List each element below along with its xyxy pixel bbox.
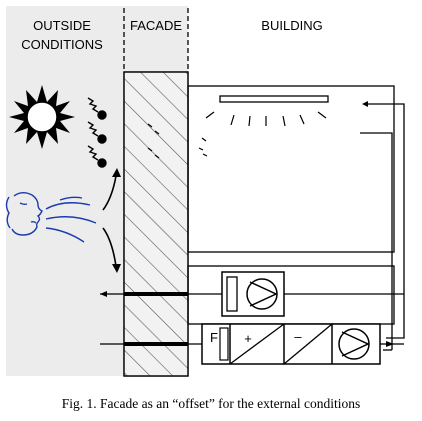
- room-outline: [187, 85, 395, 253]
- header-outside-line1: OUTSIDE: [33, 18, 91, 33]
- heater-label: +: [244, 331, 252, 346]
- building-zone: [188, 6, 416, 376]
- outside-zone: [6, 6, 124, 376]
- cooler-label: –: [294, 329, 302, 344]
- supply-duct: [360, 103, 405, 351]
- air-outflow-lines: [205, 111, 327, 127]
- header-outside-line2: CONDITIONS: [21, 37, 103, 52]
- supply-fan-icon: [338, 328, 370, 360]
- radiation-arrow-icon: [87, 97, 107, 168]
- header-building: BUILDING: [261, 18, 322, 33]
- filter-label: F: [210, 330, 218, 345]
- air-diffuser: [219, 95, 329, 103]
- sun-icon: [9, 85, 75, 149]
- header-facade: FACADE: [130, 18, 182, 33]
- figure-caption: Fig. 1. Facade as an “offset” for the ex…: [61, 396, 361, 411]
- fan-icon: [246, 278, 278, 310]
- wind-face-icon: [5, 192, 97, 243]
- deflection-arrows: [102, 175, 117, 267]
- facade-wall: [123, 71, 189, 377]
- transmitted-radiation: [147, 123, 208, 159]
